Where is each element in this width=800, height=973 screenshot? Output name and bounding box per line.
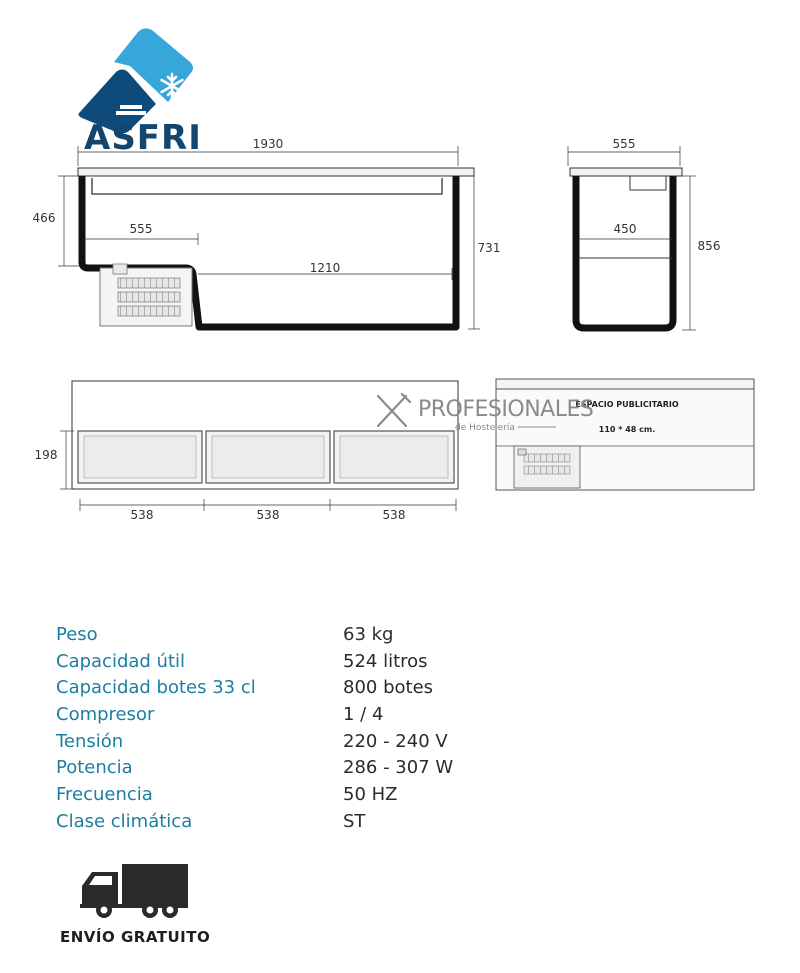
spec-value: 220 - 240 V (343, 730, 448, 752)
spec-label: Peso (56, 624, 98, 645)
spec-row: Capacidad botes 33 cl 800 botes (56, 675, 576, 702)
technical-drawing: 1930 466 555 1210 731 555 450 856 (33, 137, 755, 522)
dim-end-width: 555 (613, 137, 636, 151)
truck-icon (80, 864, 188, 918)
dim-total-height: 731 (478, 241, 501, 255)
dim-left-height: 466 (33, 211, 56, 225)
logo-mark-icon (78, 28, 193, 134)
shipping-label: ENVÍO GRATUITO (60, 928, 211, 946)
advertising-panel-title: ESPACIO PUBLICITARIO (575, 400, 679, 409)
side-view (58, 146, 480, 331)
spec-label: Clase climática (56, 810, 193, 832)
rear-view (495, 378, 755, 491)
spec-row: Frecuencia 50 HZ (56, 782, 576, 809)
brand-logo (60, 22, 210, 162)
spec-value: 1 / 4 (343, 704, 384, 726)
spec-value: 800 botes (343, 677, 434, 699)
spec-row: Capacidad útil 524 litros (56, 649, 576, 676)
top-view (60, 380, 459, 511)
dim-top-depth: 198 (35, 448, 58, 462)
spec-row: Tensión 220 - 240 V (56, 729, 576, 756)
spec-row: Potencia 286 - 307 W (56, 755, 576, 782)
spec-label: Tensión (56, 730, 124, 752)
spec-value: 63 kg (343, 624, 394, 645)
spec-value: 524 litros (343, 650, 428, 672)
dim-total-length: 1930 (253, 137, 284, 151)
snowflake-icon (160, 72, 184, 100)
watermark: PROFESIONALES de Hostelería (376, 392, 594, 433)
dim-step-length: 555 (130, 222, 153, 236)
spec-label: Capacidad útil (56, 650, 186, 672)
spec-row: Compresor 1 / 4 (56, 702, 576, 729)
spec-value: ST (343, 810, 366, 832)
dim-lid-width-1: 538 (131, 508, 154, 522)
spec-label: Frecuencia (56, 784, 153, 806)
cutlery-icon (376, 392, 412, 428)
dim-end-inner-width: 450 (614, 222, 637, 236)
watermark-main: PROFESIONALES (418, 397, 593, 422)
dim-inner-length: 1210 (310, 261, 341, 275)
advertising-panel-size: 110 * 48 cm. (599, 425, 656, 434)
watermark-sub: de Hostelería (455, 423, 515, 433)
brand-name: ASFRI (84, 118, 202, 158)
spec-row: Clase climática ST (56, 809, 576, 836)
dim-end-height: 856 (698, 239, 721, 253)
spec-value: 286 - 307 W (343, 757, 454, 779)
end-view (567, 146, 696, 332)
spec-label: Compresor (56, 704, 155, 726)
spec-value: 50 HZ (343, 784, 398, 806)
spec-row: Peso 63 kg (56, 622, 576, 649)
spec-label: Capacidad botes 33 cl (56, 677, 256, 699)
dim-lid-width-3: 538 (383, 508, 406, 522)
spec-label: Potencia (56, 757, 133, 779)
dim-lid-width-2: 538 (257, 508, 280, 522)
